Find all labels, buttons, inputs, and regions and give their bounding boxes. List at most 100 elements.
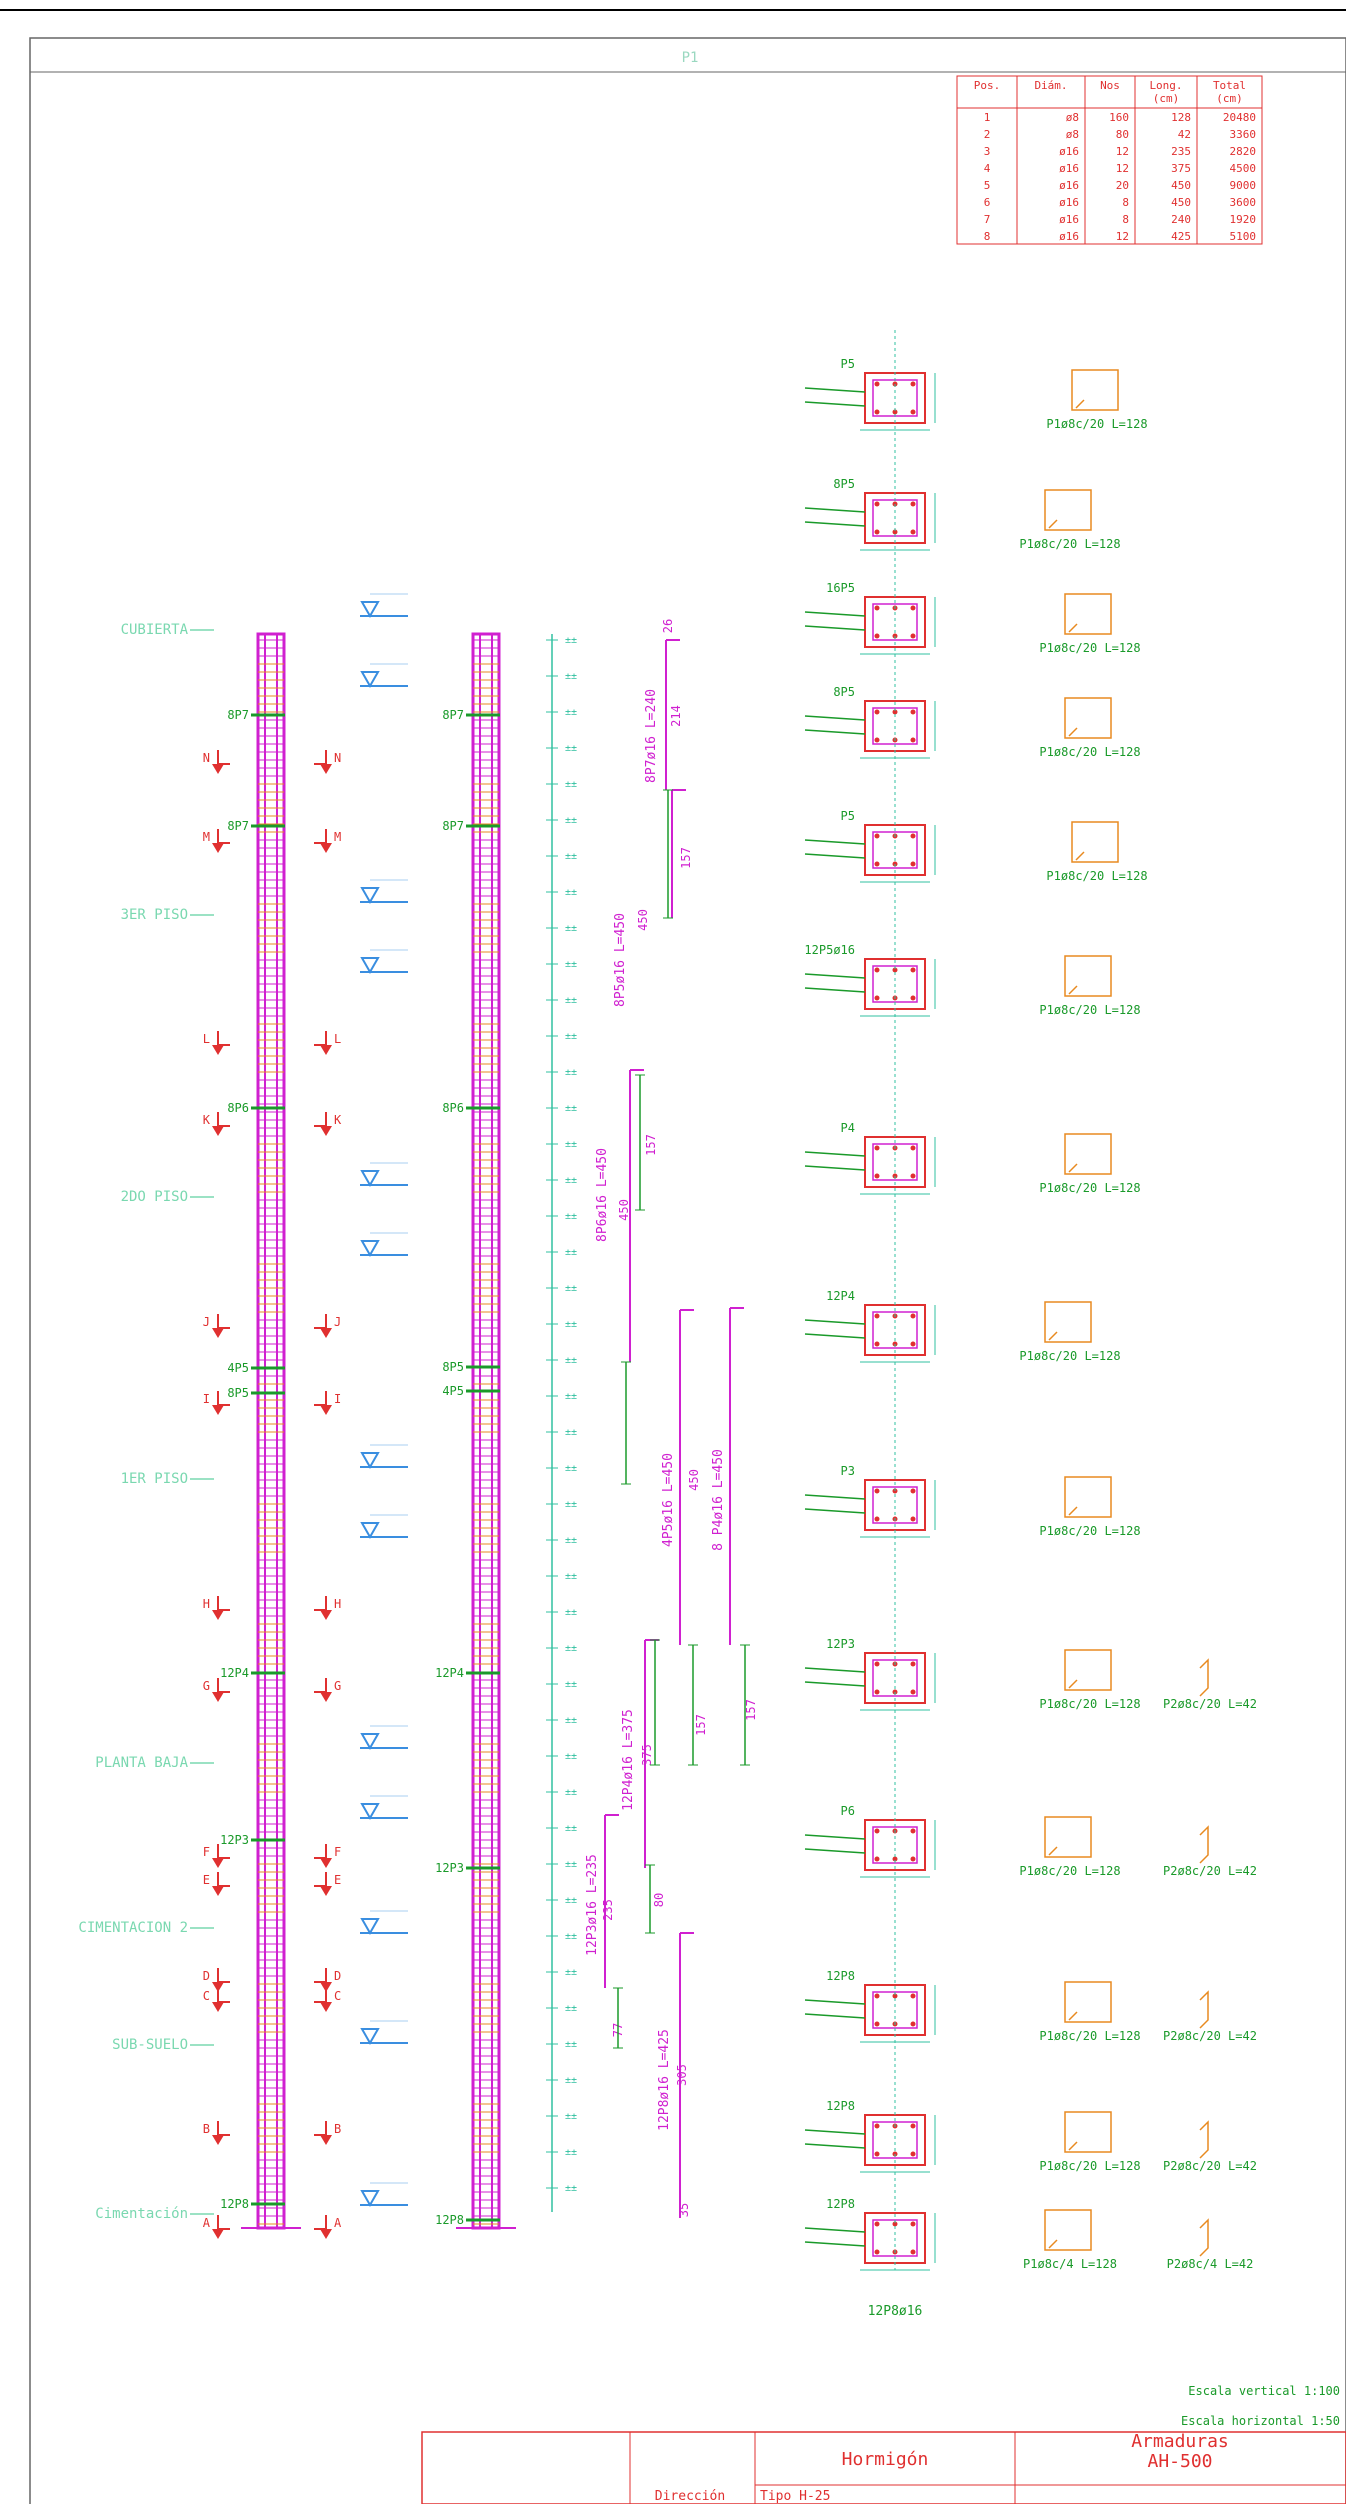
cut-arrow (320, 2002, 332, 2012)
cut-arrow (320, 1692, 332, 1702)
schedule-cell: ø8 (1066, 128, 1079, 141)
section-leader (804, 2241, 866, 2247)
section-footer: 12P8ø16 (868, 2304, 923, 2319)
schedule-cell: 42 (1178, 128, 1191, 141)
schedule-cell: 80 (1116, 128, 1129, 141)
stirrup-label: P1ø8c/20 L=128 (1046, 417, 1147, 431)
level-marker-triangle (360, 671, 380, 689)
stirrup-shape (1071, 821, 1119, 863)
section-mark: P3 (841, 1464, 855, 1478)
schedule-cell: 1920 (1230, 213, 1257, 226)
tie-label: P2ø8c/20 L=42 (1163, 2029, 1257, 2043)
section-leader (804, 1999, 866, 2005)
section-bar (874, 2151, 880, 2157)
spacing-symbol: ±± (565, 1103, 577, 1114)
stirrup-shape (1064, 955, 1112, 997)
cut-line (314, 1968, 327, 1983)
section-leader (804, 1494, 866, 1500)
level-label: Cimentación (95, 2206, 188, 2222)
spacing-symbol: ±± (565, 1859, 577, 1870)
stirrup-label: P1ø8c/20 L=128 (1019, 1349, 1120, 1363)
section-leader (804, 625, 866, 631)
cut-line (314, 1872, 327, 1887)
section-bar (874, 633, 880, 639)
cut-arrow (320, 1886, 332, 1896)
cut-label: M (334, 830, 341, 844)
level-label: PLANTA BAJA (95, 1755, 188, 1771)
section-bar (910, 1516, 916, 1522)
schedule-header: Total (1213, 79, 1246, 92)
schedule-header: Nos (1100, 79, 1120, 92)
stirrup-hook (1068, 1163, 1078, 1173)
level-markers (360, 593, 408, 2208)
spacing-symbol: ±± (565, 1643, 577, 1654)
cut-label: H (203, 1597, 210, 1611)
section-bar (910, 2123, 916, 2129)
column-outline (256, 632, 286, 2230)
scale-vertical: Escala vertical 1:100 (1188, 2384, 1340, 2398)
section-mark: 12P5ø16 (804, 943, 855, 957)
section-bar (910, 1145, 916, 1151)
stirrup-hook (1068, 985, 1078, 995)
section-bar (910, 605, 916, 611)
section-stirrup (872, 603, 918, 641)
spacing-symbol: ±± (565, 1823, 577, 1834)
cut-label: E (203, 1873, 210, 1887)
long-bar-dim: 157 (744, 1699, 758, 1721)
spacing-symbol: ±± (565, 1715, 577, 1726)
spacing-symbol: ±± (565, 2111, 577, 2122)
section-bar (910, 1173, 916, 1179)
schedule-cell: 8 (984, 230, 991, 243)
cut-arrow (212, 1982, 224, 1992)
schedule-cell: 3360 (1230, 128, 1257, 141)
cut-label: I (203, 1392, 210, 1406)
spacing-symbol: ±± (565, 1463, 577, 1474)
section-bar (874, 1661, 880, 1667)
section-leader (804, 1151, 866, 1157)
tie-label: P2ø8c/20 L=42 (1163, 2159, 1257, 2173)
cut-arrow (320, 2229, 332, 2239)
long-bar-dim: 80 (652, 1893, 666, 1907)
spacing-symbol: ±± (565, 2147, 577, 2158)
section-mark: 12P3 (826, 1637, 855, 1651)
section-bar (874, 2221, 880, 2227)
long-bar-dim: 450 (636, 909, 650, 931)
stirrup-label: P1ø8c/20 L=128 (1019, 1864, 1120, 1878)
schedule-cell: 1 (984, 111, 991, 124)
stirrup-label: P1ø8c/20 L=128 (1039, 641, 1140, 655)
schedule-cell: 3600 (1230, 196, 1257, 209)
scale-horizontal: Escala horizontal 1:50 (1181, 2414, 1340, 2428)
sheet-title: P1 (682, 50, 699, 66)
section-bar (874, 409, 880, 415)
stirrup-hook (1075, 851, 1085, 861)
long-bar-label: 8P5ø16 L=450 (613, 913, 628, 1007)
stirrup-shape (1044, 1301, 1092, 1343)
schedule-cell: 2820 (1230, 145, 1257, 158)
cut-arrow (320, 1126, 332, 1136)
long-bar-dim: 157 (679, 847, 693, 869)
spacing-symbol: ±± (565, 1967, 577, 1978)
section-stirrup (872, 1486, 918, 1524)
section-leader (804, 1834, 866, 1840)
long-bar-dim: 450 (617, 1199, 631, 1221)
bar-mark-label: 12P8 (220, 2197, 249, 2211)
stirrup-hook (1068, 2011, 1078, 2021)
schedule-cell: 5100 (1230, 230, 1257, 243)
section-bar (874, 1993, 880, 1999)
title-row2b: Tipo H-25 (760, 2489, 830, 2504)
long-bar-dim: 35 (677, 2203, 691, 2217)
section-bar (874, 1488, 880, 1494)
bar-mark-label: 8P5 (442, 1360, 464, 1374)
title-material2: AH-500 (1147, 2451, 1212, 2472)
section-bar (874, 995, 880, 1001)
section-leader (804, 1333, 866, 1339)
section-bar (892, 529, 898, 535)
section-mark: 12P4 (826, 1289, 855, 1303)
spacing-symbol: ±± (565, 1067, 577, 1078)
stirrup-shape (1044, 2209, 1092, 2251)
section-bar (910, 1313, 916, 1319)
schedule-cell: 20480 (1223, 111, 1256, 124)
level-label: SUB-SUELO (112, 2037, 188, 2053)
